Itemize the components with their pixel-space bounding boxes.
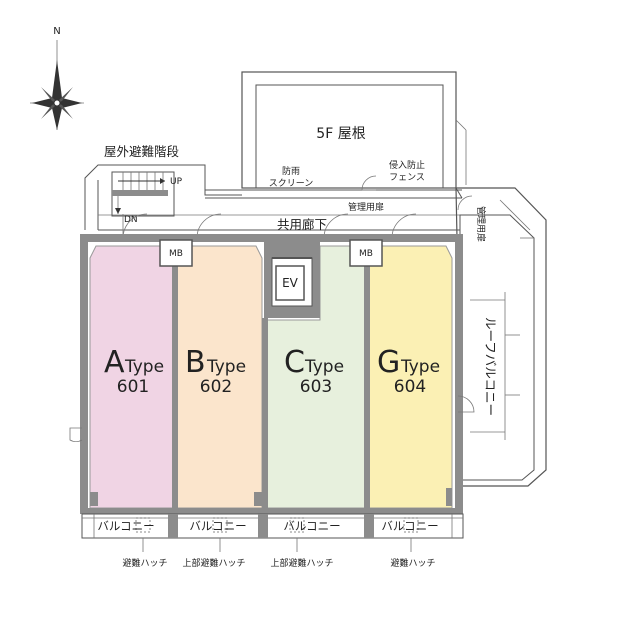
unit-b-number: 602	[200, 377, 232, 397]
roof-balcony-label: ルーフバルコニー	[483, 317, 498, 416]
mb-label-left: MB	[169, 249, 183, 259]
hatch-label-a: 避難ハッチ	[122, 557, 167, 569]
intrusion-fence-label-1: 侵入防止	[389, 159, 425, 171]
unit-c-letter: C	[284, 345, 305, 380]
unit-g-number: 604	[394, 377, 426, 397]
hatch-label-b: 上部避難ハッチ	[182, 557, 245, 569]
stairs-up-label: UP	[170, 177, 183, 187]
unit-label-b: B Type 602	[185, 345, 246, 397]
rain-screen-label-1: 防雨	[282, 165, 300, 177]
rain-screen-label-2: スクリーン	[269, 178, 314, 189]
balcony-label-b: バルコニー	[189, 519, 246, 533]
mb-label-right: MB	[359, 249, 373, 259]
mgmt-door-label: 管理用扉	[348, 201, 384, 213]
hatch-label-g: 避難ハッチ	[390, 557, 435, 569]
intrusion-fence-label-2: フェンス	[389, 173, 425, 183]
unit-a-type: Type	[124, 357, 164, 377]
balcony-label-g: バルコニー	[381, 519, 438, 533]
corridor-label: 共用廊下	[277, 217, 327, 232]
unit-interior-lines	[69, 395, 475, 506]
balcony-label-a: バルコニー	[97, 519, 154, 533]
outdoor-stairs-label: 屋外避難階段	[104, 144, 179, 159]
compass-rose-icon	[30, 40, 84, 130]
unit-g-type: Type	[400, 357, 440, 377]
mb-shaft-left	[159, 239, 193, 267]
roof-5f-label: 5F 屋根	[316, 126, 365, 142]
unit-a-letter: A	[104, 345, 125, 380]
hatch-label-c: 上部避難ハッチ	[270, 557, 333, 569]
balcony-label-c: バルコニー	[283, 519, 340, 533]
ev-label: EV	[282, 276, 299, 290]
north-label: N	[53, 26, 60, 37]
unit-g-letter: G	[377, 345, 400, 380]
unit-a-number: 601	[117, 377, 149, 397]
mb-shaft-right	[349, 239, 383, 267]
elevator-shaft	[264, 240, 320, 318]
unit-label-g: G Type 604	[377, 345, 440, 397]
unit-c-type: Type	[304, 357, 344, 377]
balcony-strip	[81, 513, 464, 552]
unit-b-letter: B	[185, 345, 206, 380]
mgmt-door-vertical-label: 管理用扉	[475, 206, 487, 242]
roof-balcony-area	[455, 187, 547, 487]
corridor-outline	[84, 119, 467, 231]
roof-5f-area	[241, 71, 457, 189]
unit-label-a: A Type 601	[104, 345, 164, 397]
outdoor-stairs	[111, 171, 175, 217]
unit-label-c: C Type 603	[284, 345, 344, 397]
unit-c-number: 603	[300, 377, 332, 397]
unit-b-type: Type	[206, 357, 246, 377]
